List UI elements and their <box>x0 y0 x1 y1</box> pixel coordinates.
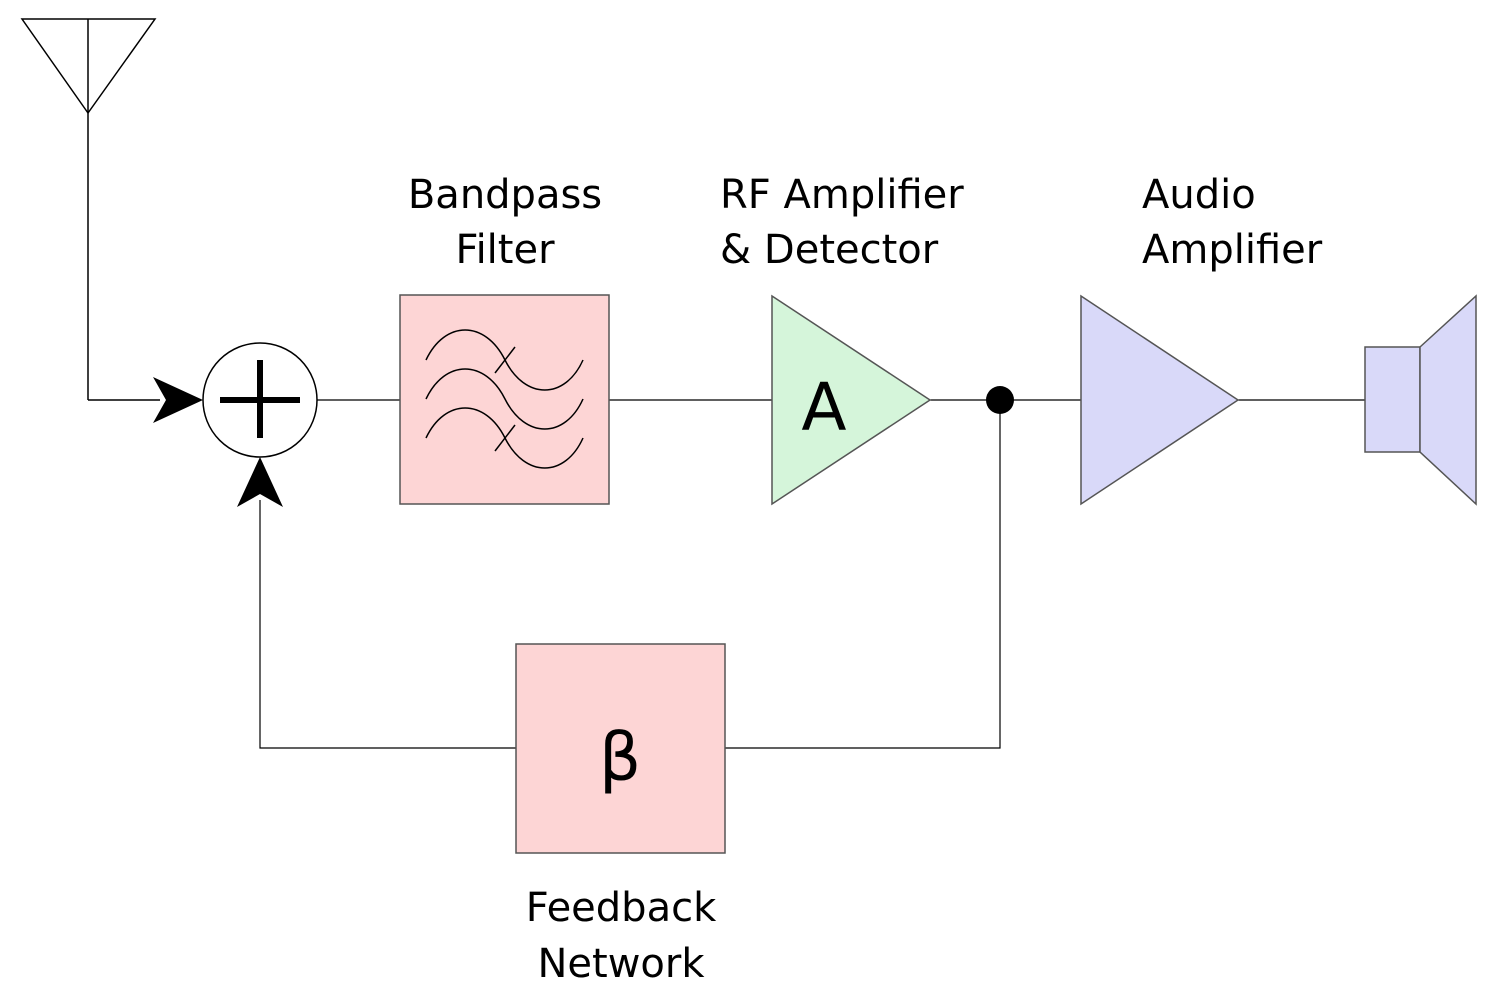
junction-node <box>986 386 1014 414</box>
bandpass-filter-block <box>399 294 610 505</box>
summing-junction-icon <box>202 342 318 458</box>
rf-amp-label-line1: RF Amplifier <box>720 172 964 218</box>
audio-amp-label-line2: Amplifier <box>1142 227 1323 273</box>
feedback-label-line2: Network <box>537 941 705 987</box>
audio-amplifier-icon <box>1080 294 1240 506</box>
signal-wires <box>259 399 1365 749</box>
audio-amp-label-line1: Audio <box>1142 172 1256 218</box>
rf-amp-label-line2: & Detector <box>720 227 939 273</box>
bandpass-label-line2: Filter <box>455 227 555 273</box>
feedback-gain-symbol: β <box>599 719 641 796</box>
feedback-label-line1: Feedback <box>526 885 717 931</box>
bandpass-filter-icon <box>425 329 584 469</box>
arrow-right-icon <box>153 377 203 423</box>
arrow-up-icon <box>237 457 283 507</box>
bandpass-label-line1: Bandpass <box>408 172 602 218</box>
rf-amplifier-icon <box>771 294 932 506</box>
speaker-icon <box>1364 294 1477 506</box>
antenna-icon <box>20 18 160 401</box>
amplifier-gain-symbol: A <box>801 369 846 446</box>
feedback-network-block <box>515 643 726 854</box>
